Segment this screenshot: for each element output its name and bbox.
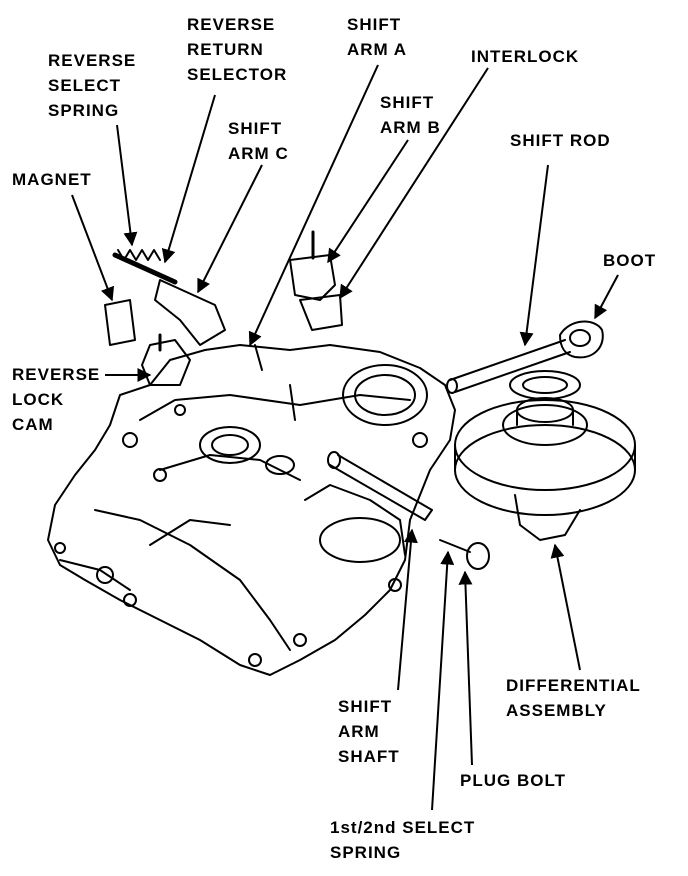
boot-part [559,320,604,359]
leader-reverse-return-selector [161,94,216,264]
leader-shift-arm-a [248,64,379,347]
leader-shift-rod [519,164,549,347]
leader-shift-arm-shaft [397,528,418,691]
label-differential-assembly: DIFFERENTIAL ASSEMBLY [506,676,641,720]
leader-interlock [339,67,489,300]
leader-magnet [71,194,115,302]
bell-opening [342,364,428,426]
label-reverse-select-spring: REVERSE SELECT SPRING [48,51,137,120]
label-shift-arm-b: SHIFT ARM B [380,93,441,137]
label-shift-rod: SHIFT ROD [510,131,611,150]
transmission-housing [47,344,456,676]
reverse-select-spring-part [117,249,161,261]
shift-arm-c-part [154,279,226,346]
label-reverse-return-selector: REVERSE RETURN SELECTOR [187,15,288,84]
plug-bolt-part [439,539,471,553]
shift-arm-a-b-part [289,254,336,301]
shift-rod-part [449,339,571,393]
label-magnet: MAGNET [12,170,92,189]
leader-plug-bolt [458,570,473,766]
reverse-lock-cam-part [141,339,191,386]
label-interlock: INTERLOCK [471,47,580,66]
leader-shift-arm-c [197,164,263,294]
label-shift-arm-c: SHIFT ARM C [228,119,289,163]
leader-select-spring [431,550,455,811]
label-plug-bolt: PLUG BOLT [460,771,566,790]
label-reverse-lock-cam: REVERSE LOCK CAM [12,365,101,434]
leader-boot [594,274,619,320]
label-boot: BOOT [603,251,657,270]
label-select-spring: 1st/2nd SELECT SPRING [330,818,476,862]
label-shift-arm-a: SHIFT ARM A [347,15,408,59]
leader-reverse-select-spring [116,124,138,247]
shift-arm-shaft-part [329,454,433,521]
leader-shift-arm-b [327,139,409,264]
leader-differential-assembly [550,543,581,671]
input-bore [199,426,261,464]
label-shift-arm-shaft: SHIFT ARM SHAFT [338,697,400,766]
